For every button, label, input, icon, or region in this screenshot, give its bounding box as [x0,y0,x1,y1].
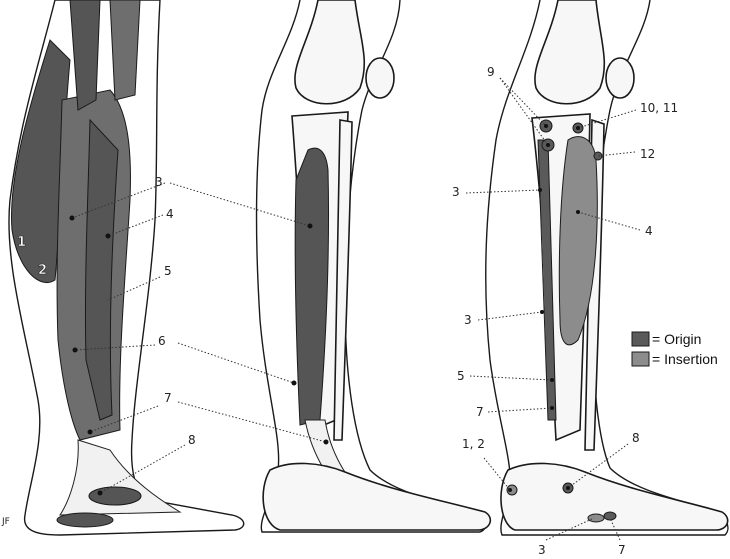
patella-bone-3 [606,58,634,98]
foot-bones-3 [501,463,728,530]
label-2: 2 [38,263,47,278]
insertion-spot-3 [588,514,604,522]
leader-p2-6 [178,343,294,383]
label-5-p3: 5 [457,369,465,383]
panel-skeleton-muscle [170,0,490,532]
label-3c: 3 [538,543,546,557]
label-8-p3: 8 [632,431,640,445]
marker-p2-7 [324,440,329,445]
label-8: 8 [188,433,196,447]
marker-3 [70,216,75,221]
insertion-spot-7 [604,512,616,520]
label-7a: 7 [476,405,484,419]
legend: = Origin = Insertion [632,331,718,367]
artist-signature: JF [1,517,10,527]
legend-origin-label: = Origin [652,331,701,347]
foot-muscle [57,513,113,527]
label-4: 4 [166,207,174,221]
marker-7a [550,406,554,410]
leader-p2-3 [170,183,310,226]
label-1: 1 [17,235,26,250]
femur-bone-3 [535,0,604,104]
patella-bone-2 [366,58,394,98]
marker-p2-6 [292,381,297,386]
label-7b: 7 [618,543,626,557]
marker-9a [544,124,548,128]
origin-spot-12 [594,152,602,160]
marker-p2-3 [308,224,313,229]
femur-bone-2 [295,0,364,104]
leader-5-p3 [470,376,552,380]
label-4-p3: 4 [645,224,653,238]
marker-8-p3 [566,486,570,490]
label-7: 7 [164,391,172,405]
thigh-muscle-2 [110,0,140,100]
marker-8 [98,491,103,496]
foot-bones-2 [263,463,490,530]
panel-origins-insertions: 9 10, 11 12 3 4 3 5 7 1, 2 8 3 7 [452,0,728,557]
marker-7 [88,430,93,435]
marker-9b [546,143,550,147]
label-12: 12 [640,147,655,161]
label-6: 6 [158,334,166,348]
label-1-2: 1, 2 [462,437,485,451]
marker-3b [540,310,544,314]
label-9: 9 [487,65,495,79]
marker-10-11 [576,126,580,130]
legend-origin-swatch [632,332,649,346]
label-3: 3 [155,175,163,189]
label-10-11: 10, 11 [640,101,678,115]
marker-1-2 [508,488,512,492]
marker-4-p3 [576,210,580,214]
label-3a: 3 [452,185,460,199]
panel-muscled-leg: 1 2 3 4 5 6 7 8 JF [1,0,244,535]
marker-5-p3 [550,378,554,382]
marker-3a [538,188,542,192]
leader-3a [466,190,540,193]
legend-insertion-label: = Insertion [652,351,718,367]
legend-insertion-swatch [632,352,649,366]
label-3b: 3 [464,313,472,327]
marker-4 [106,234,111,239]
extensor-retinaculum [89,487,141,505]
thigh-muscle [70,0,100,110]
marker-6 [73,348,78,353]
label-5: 5 [164,264,172,278]
